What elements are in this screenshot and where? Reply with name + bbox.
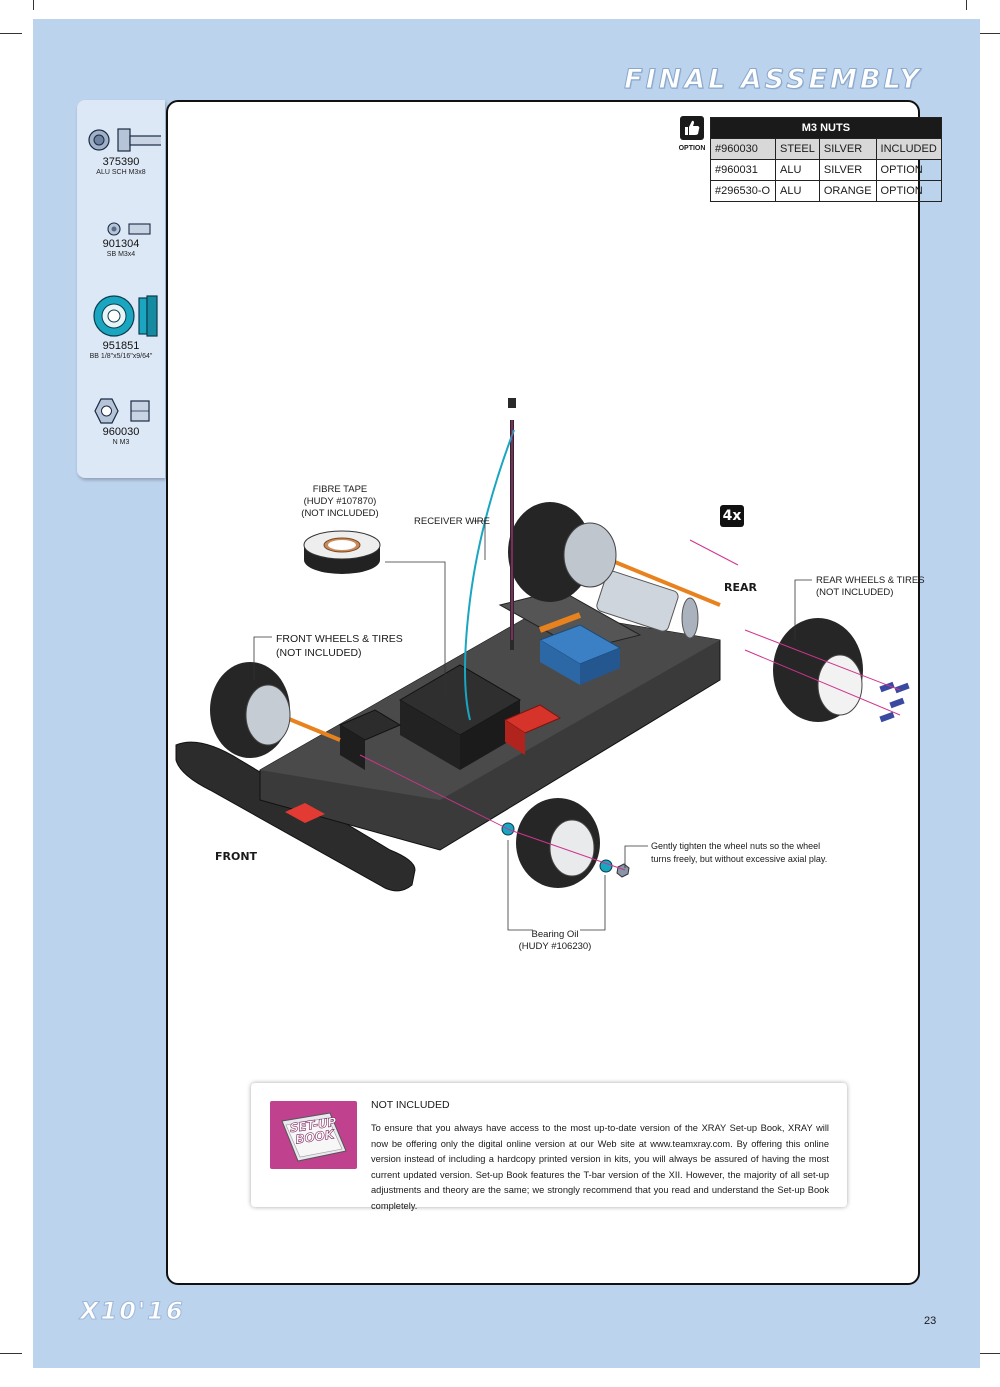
- part-375390: 375390 ALU SCH M3x8: [77, 124, 165, 177]
- crop-mark: [966, 0, 967, 10]
- chassis-illustration: [175, 398, 910, 931]
- table-cell: #960030: [710, 138, 776, 160]
- front-wheels-callout: FRONT WHEELS & TIRES (NOT INCLUDED): [276, 632, 403, 660]
- table-row: #960030 STEEL SILVER INCLUDED: [710, 138, 942, 160]
- callout-line: Bearing Oil: [531, 929, 579, 940]
- setup-book-icon: SET-UP BOOK: [270, 1101, 357, 1169]
- part-code: 901304: [102, 238, 140, 250]
- orange-link: [609, 558, 721, 607]
- table-title: M3 NUTS: [710, 117, 942, 139]
- book-illustration: [281, 1112, 347, 1162]
- callout-line: Gently tighten the wheel nuts so the whe…: [651, 841, 821, 851]
- part-desc: N M3: [112, 439, 130, 446]
- part-code: 951851: [102, 340, 140, 352]
- page-number: 23: [924, 1315, 937, 1327]
- table-cell: ORANGE: [818, 180, 877, 202]
- table-cell: SILVER: [818, 138, 877, 160]
- set-screw-icon: [107, 222, 151, 236]
- motor-icon: [596, 570, 699, 639]
- assembly-guide-lines: [359, 420, 901, 871]
- callout-leaders: [253, 520, 812, 931]
- table-cell: ALU: [775, 159, 820, 181]
- part-desc: SB M3x4: [106, 251, 136, 258]
- ball-bearing-icon: [93, 295, 158, 337]
- nut-icon: [94, 398, 150, 424]
- callout-line: (NOT INCLUDED): [276, 647, 362, 659]
- crop-mark: [33, 0, 34, 10]
- notice-title: NOT INCLUDED: [371, 1099, 450, 1111]
- front-weight: [285, 803, 325, 823]
- option-label: OPTION: [678, 145, 706, 152]
- receiver-box-side: [540, 640, 580, 685]
- notice-body: To ensure that you always have access to…: [371, 1123, 829, 1211]
- part-901304: 901304 SB M3x4: [77, 220, 165, 259]
- wheel-nut-note: Gently tighten the wheel nuts so the whe…: [651, 840, 827, 866]
- antenna-cap: [508, 398, 516, 408]
- bearing-oil-callout: Bearing Oil (HUDY #106230): [515, 929, 595, 953]
- rear-wheels-callout: REAR WHEELS & TIRES (NOT INCLUDED): [816, 575, 925, 599]
- table-cell: ALU: [775, 180, 820, 202]
- callout-line: (HUDY #107870): [303, 496, 377, 507]
- receiver-wire-callout: RECEIVER WIRE: [414, 516, 491, 527]
- table-row: #296530-O ALU ORANGE OPTION: [710, 180, 942, 202]
- table-cell: STEEL: [775, 138, 820, 160]
- rear-left-wheel: [508, 502, 617, 602]
- callout-line: FIBRE TAPE: [312, 484, 368, 495]
- part-code: 960030: [102, 426, 140, 438]
- orange-link: [538, 612, 582, 633]
- crop-mark: [0, 1353, 22, 1354]
- part-951851: 951851 BB 1/8"x5/16"x9/64": [77, 292, 165, 361]
- wheel-screws: [879, 681, 910, 723]
- thumbs-up-icon: [680, 116, 704, 140]
- crop-mark: [978, 1353, 1000, 1354]
- parts-sidebar: 375390 ALU SCH M3x8 901304 SB M3x4 95185…: [77, 100, 165, 478]
- setup-book-notice: SET-UP BOOK NOT INCLUDED To ensure that …: [251, 1083, 847, 1211]
- product-logo: X10'16: [80, 1297, 185, 1326]
- callout-line: (NOT INCLUDED): [816, 587, 894, 598]
- battery-side: [400, 700, 460, 770]
- receiver-box-side: [580, 648, 620, 685]
- table-cell: INCLUDED: [875, 138, 942, 160]
- battery-side: [460, 700, 520, 770]
- fibre-tape-roll-icon: [303, 530, 381, 574]
- esc-side: [505, 720, 525, 755]
- front-label: FRONT: [215, 850, 258, 863]
- table-cell: SILVER: [818, 159, 877, 181]
- callout-line: (NOT INCLUDED): [301, 508, 379, 519]
- crop-mark: [978, 33, 1000, 34]
- option-badge: OPTION: [678, 116, 706, 152]
- screw-icon: [88, 128, 161, 152]
- callout-line: (HUDY #106230): [518, 941, 592, 952]
- fibre-tape-callout: FIBRE TAPE (HUDY #107870) (NOT INCLUDED): [300, 484, 380, 520]
- receiver-wire: [464, 429, 515, 721]
- table-cell: #960031: [710, 159, 776, 181]
- part-desc: ALU SCH M3x8: [96, 169, 146, 176]
- rear-label: REAR: [724, 581, 757, 594]
- crop-mark: [0, 33, 22, 34]
- rear-right-wheel: [773, 618, 863, 722]
- wheel-nut-icon: [616, 863, 630, 878]
- table-row: #960031 ALU SILVER OPTION: [710, 159, 942, 181]
- callout-line: REAR WHEELS & TIRES: [816, 575, 925, 586]
- front-right-wheel: [516, 798, 600, 888]
- table-cell: OPTION: [875, 159, 942, 181]
- part-960030: 960030 N M3: [77, 396, 165, 447]
- part-code: 375390: [102, 156, 140, 168]
- table-cell: #296530-O: [710, 180, 776, 202]
- section-title: FINAL ASSEMBLY: [624, 64, 922, 96]
- m3-nuts-table: M3 NUTS #960030 STEEL SILVER INCLUDED #9…: [710, 117, 942, 202]
- servo-side: [340, 725, 365, 770]
- callout-line: FRONT WHEELS & TIRES: [276, 633, 403, 645]
- quantity-badge: 4x: [720, 505, 744, 527]
- callout-line: turns freely, but without excessive axia…: [651, 854, 828, 864]
- part-desc: BB 1/8"x5/16"x9/64": [89, 353, 153, 360]
- table-cell: OPTION: [875, 180, 942, 202]
- front-left-wheel: [210, 662, 291, 758]
